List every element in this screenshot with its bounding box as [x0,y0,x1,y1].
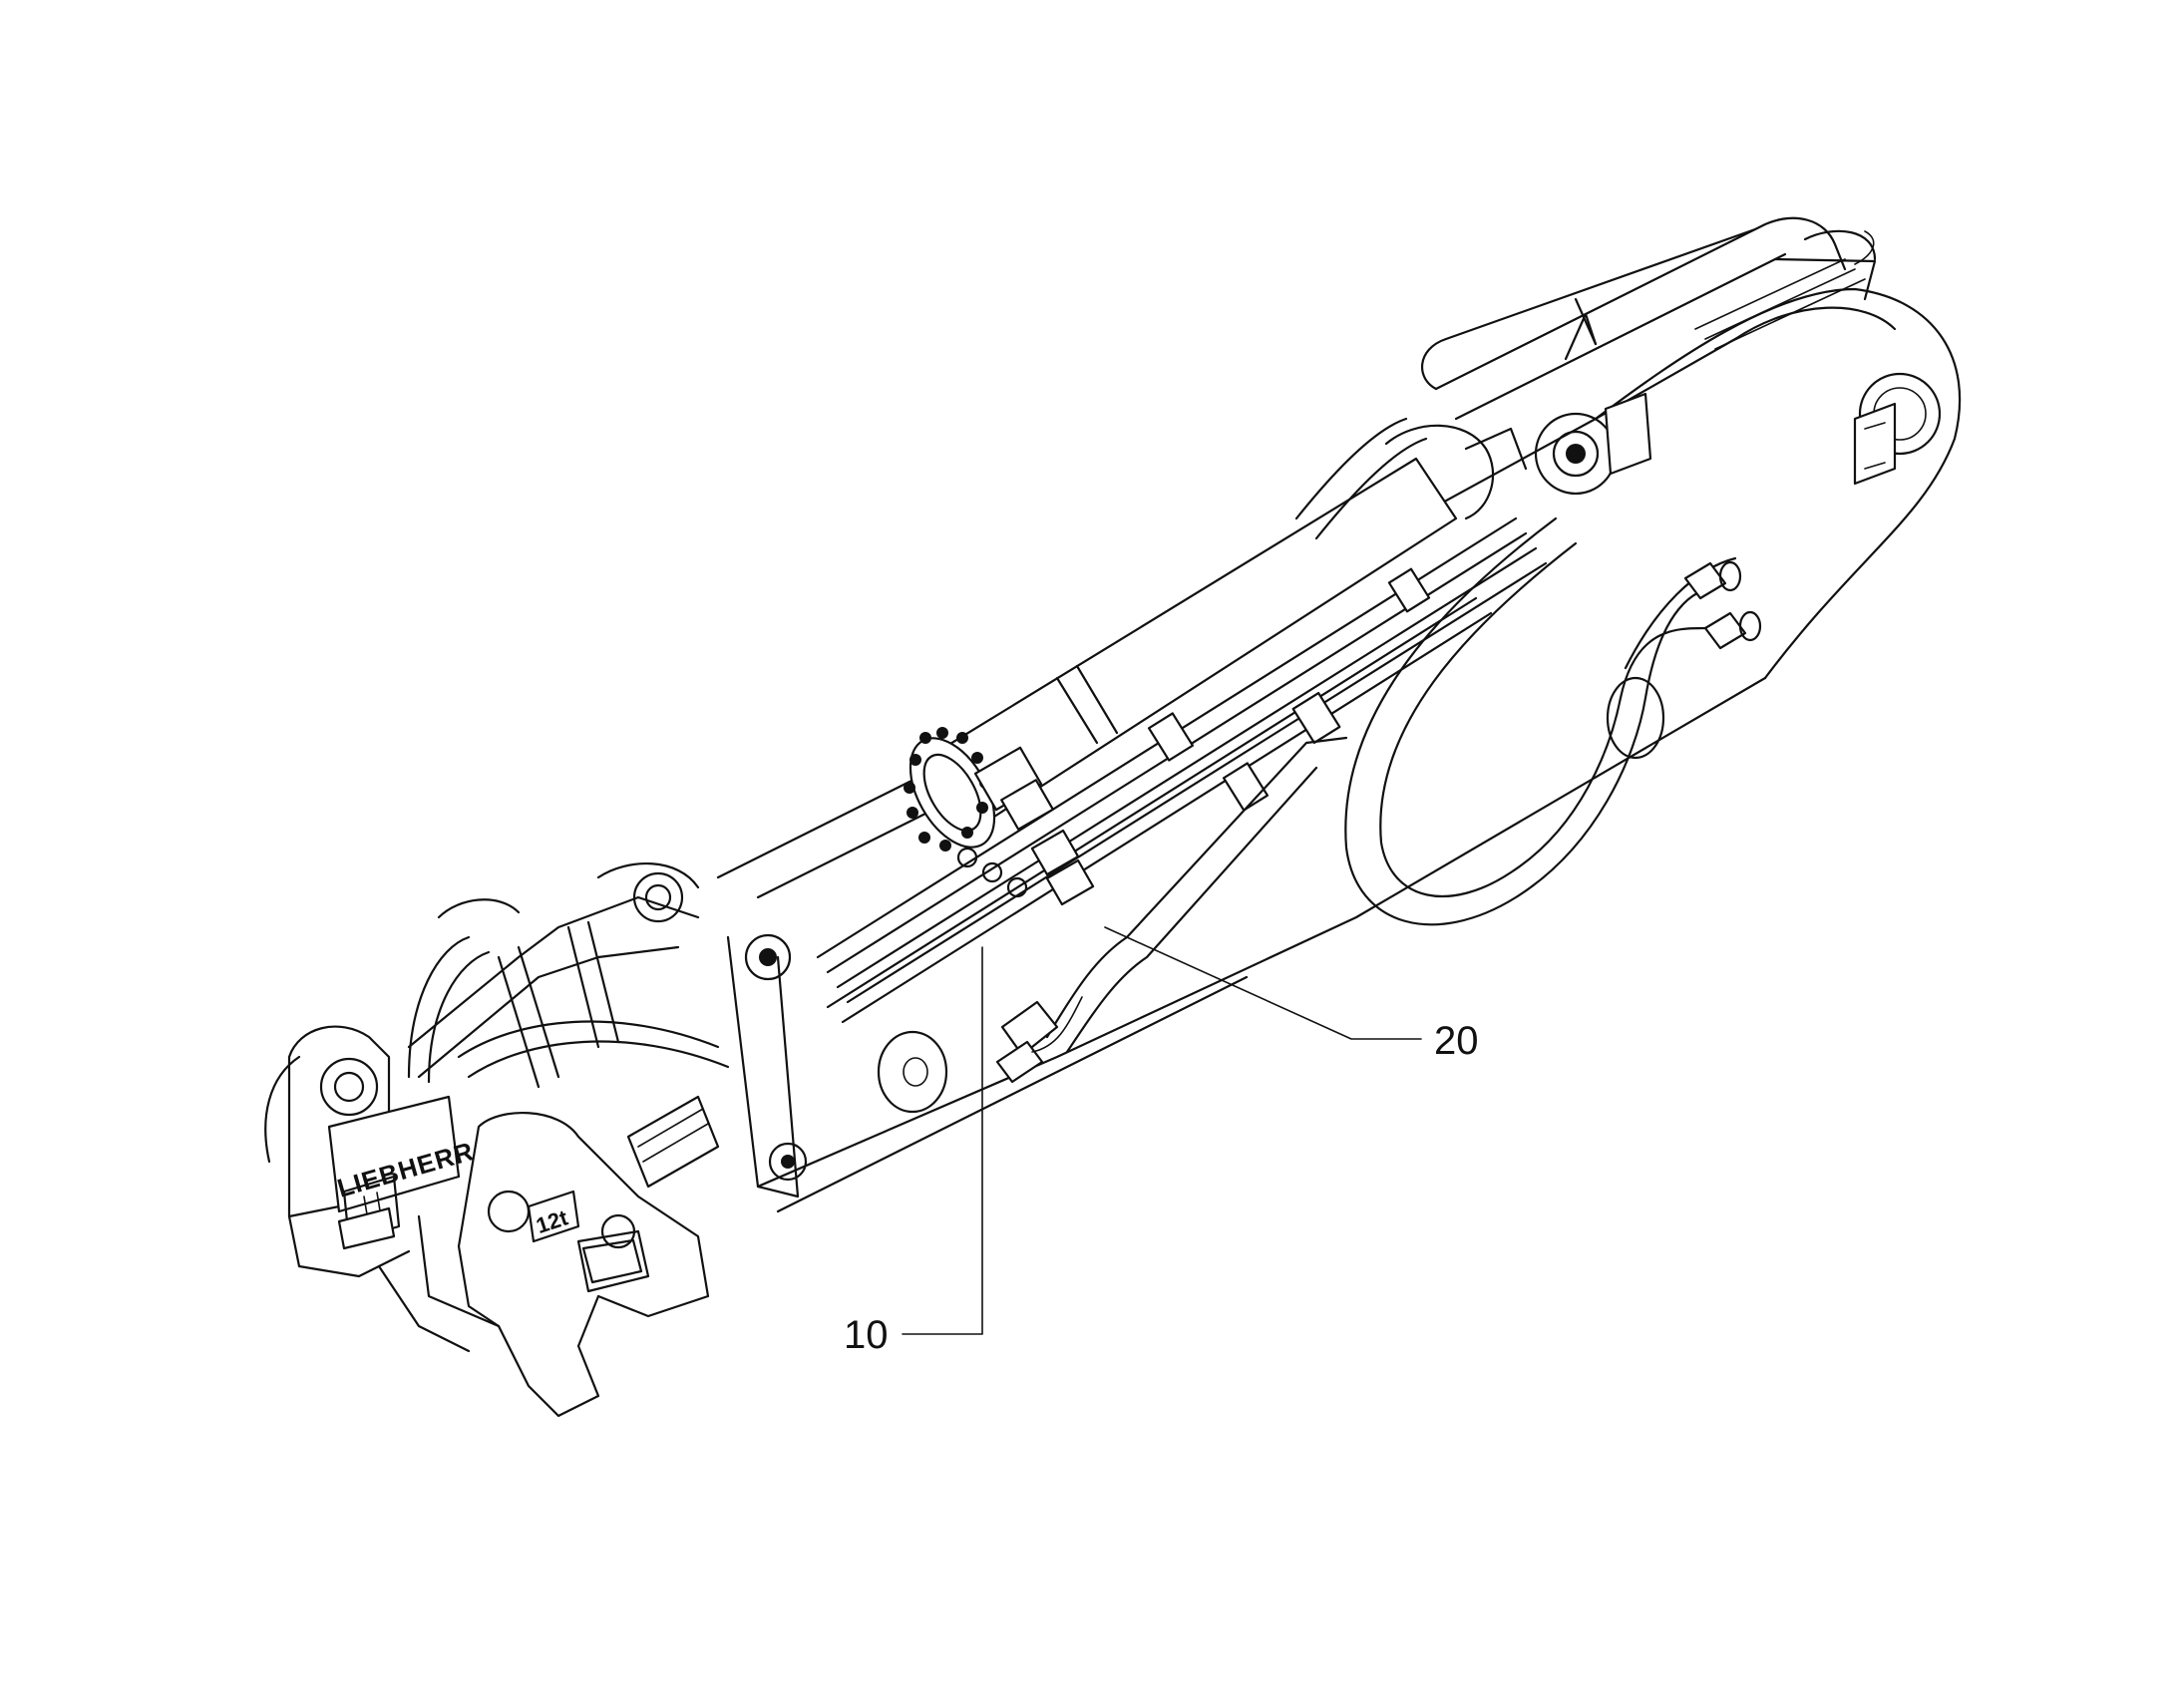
callout-20: 20 [1104,926,1479,1063]
callout-label-20: 20 [1434,1019,1479,1063]
callout-10: 10 [844,946,983,1357]
tube-bundle [816,516,1548,1024]
arm-pivot-boss [1534,392,1652,496]
stick-arm-body [716,287,1962,1213]
quick-coupler [264,862,808,1418]
logo-plate: LIEBHERR [327,1095,478,1250]
hose-loop-right [1344,516,1762,926]
tube-clamp-set [1147,567,1431,812]
callout-label-10: 10 [844,1313,889,1357]
cover-plate [877,1030,948,1114]
leader-line-20 [1104,926,1422,1040]
guide-link-upper [1421,216,1877,421]
leader-line-10 [902,946,983,1335]
connector-block [956,746,1095,906]
